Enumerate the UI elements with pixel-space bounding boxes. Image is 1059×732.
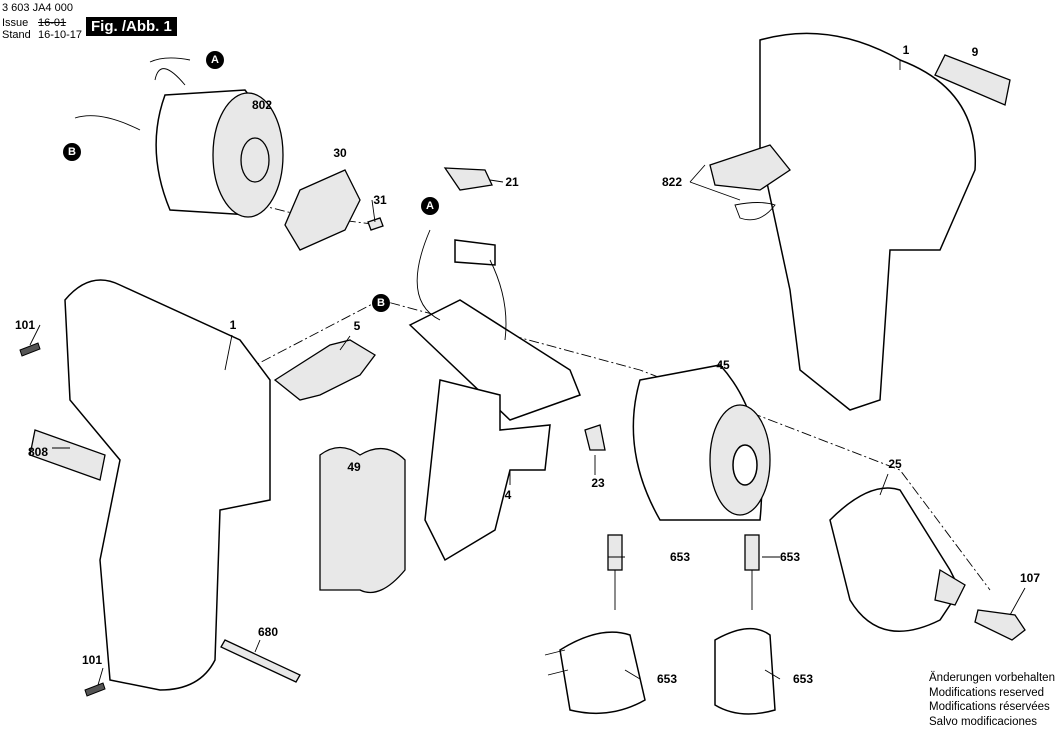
gearbox-45 (632, 364, 771, 521)
callout-b: B (63, 143, 81, 161)
charger-653 (714, 534, 776, 715)
screw-31 (367, 217, 384, 231)
housing-left-1 (64, 279, 271, 691)
cover-5 (273, 339, 376, 401)
part-label: 680 (257, 625, 279, 639)
part-label: 31 (373, 193, 387, 207)
charger-653 (544, 534, 646, 715)
part-label: 1 (229, 318, 237, 332)
modifications-note: Änderungen vorbehalten Modifications res… (929, 671, 1055, 729)
button-23 (584, 424, 606, 451)
part-label: 4 (504, 488, 512, 502)
issue-old: 16-01 (38, 17, 67, 29)
axis-line (149, 299, 991, 591)
part-number: 3 603 JA4 000 (2, 2, 73, 14)
issue-label: Issue (2, 17, 29, 29)
part-label: 23 (591, 476, 605, 490)
part-label: 808 (27, 445, 49, 459)
stand-label: Stand (2, 29, 31, 41)
part-label: 9 (971, 45, 979, 59)
part-label: 101 (14, 318, 36, 332)
callout-a: A (421, 197, 439, 215)
housing-right-1 (759, 32, 977, 411)
issue-date: 16-10-17 (38, 29, 83, 41)
screw-101 (19, 342, 41, 357)
label-808 (29, 429, 106, 481)
slider-21 (443, 167, 493, 191)
part-label: 101 (81, 653, 103, 667)
part-label: 653 (669, 550, 691, 564)
motor-802 (74, 57, 284, 218)
part-label: 30 (333, 146, 347, 160)
part-label: 107 (1019, 571, 1041, 585)
note-line: Modifications reserved (929, 686, 1045, 699)
bracket-30 (284, 169, 361, 251)
note-line: Salvo modificaciones (929, 715, 1038, 728)
bit-680 (220, 639, 301, 683)
callout-b: B (372, 294, 390, 312)
part-label: 653 (656, 672, 678, 686)
part-label: 822 (661, 175, 683, 189)
figure-label: Fig. /Abb. 1 (86, 17, 177, 36)
callout-a: A (206, 51, 224, 69)
screw-107 (974, 609, 1026, 641)
part-label: 1 (902, 43, 910, 57)
screw-101 (84, 682, 106, 697)
part-label: 45 (716, 358, 730, 372)
part-label: 21 (505, 175, 519, 189)
switch-822 (709, 144, 791, 191)
label-9 (934, 54, 1011, 106)
part-label: 49 (347, 460, 361, 474)
chuck-25 (829, 487, 966, 632)
part-label: 653 (792, 672, 814, 686)
leader-lines (29, 60, 1026, 686)
part-label: 5 (353, 319, 361, 333)
note-line: Modifications réservées (929, 701, 1050, 713)
part-label: 802 (251, 98, 273, 112)
part-label: 25 (888, 457, 902, 471)
part-label: 653 (779, 550, 801, 564)
switch-4 (408, 229, 581, 562)
battery-49 (319, 446, 406, 594)
note-line: Änderungen vorbehalten (929, 672, 1055, 684)
